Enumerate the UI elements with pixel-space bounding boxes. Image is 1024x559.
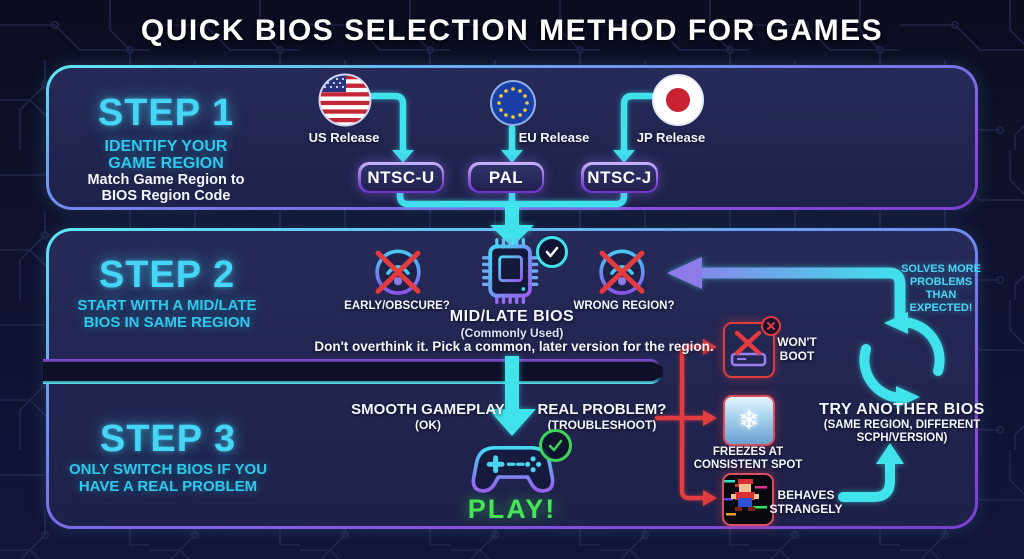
- bios-code-pal: PAL: [468, 162, 544, 193]
- main-option-label: MID/LATE BIOS: [449, 308, 575, 325]
- step1-subheading: IDENTIFY YOUR GAME REGION: [104, 138, 228, 172]
- step1-description: Match Game Region to BIOS Region Code: [87, 172, 245, 204]
- step2-subheading: START WITH A MID/LATE BIOS IN SAME REGIO…: [77, 297, 257, 331]
- jp-flag-icon: [652, 74, 704, 126]
- wrong-option-label: WRONG REGION?: [573, 300, 675, 312]
- panel-divider: [43, 359, 663, 384]
- wont-boot-box: [723, 316, 781, 378]
- mario-sprite: [731, 479, 759, 511]
- play-label: PLAY!: [467, 494, 557, 524]
- real-problem-label: REAL PROBLEM?: [537, 401, 667, 418]
- real-problem-note: (TROUBLESHOOT): [547, 418, 657, 432]
- smooth-gameplay-note: (OK): [415, 418, 441, 432]
- smooth-gameplay-label: SMOOTH GAMEPLAY: [351, 401, 505, 418]
- chip-check-icon: [536, 236, 568, 268]
- problem-label-2: BEHAVES STRANGELY: [769, 488, 843, 516]
- wrong-region-crossed-icon: [599, 249, 645, 295]
- step1-heading: STEP 1: [97, 92, 235, 134]
- region-label-eu: EU Release: [518, 130, 590, 145]
- crossed-console-icon: [730, 330, 767, 367]
- region-label-us: US Release: [308, 130, 380, 145]
- step2-tip: Don't overthink it. Pick a common, later…: [314, 339, 714, 354]
- step2-heading: STEP 2: [98, 254, 236, 296]
- region-label-jp: JP Release: [636, 130, 706, 145]
- page-title: QUICK BIOS SELECTION METHOD FOR GAMES: [140, 14, 884, 47]
- us-flag-icon: [318, 73, 372, 127]
- eu-flag-icon: [490, 80, 536, 126]
- retry-subtitle: (SAME REGION, DIFFERENT SCPH/VERSION): [823, 419, 981, 444]
- glitched-game-icon: [724, 479, 767, 516]
- snowflake-icon: ❄: [738, 405, 760, 436]
- error-badge-icon: [761, 316, 781, 336]
- play-check-icon: [539, 429, 572, 462]
- gamepad-icon: [471, 445, 555, 493]
- loop-note: SOLVES MORE PROBLEMS THAN EXPECTED!: [901, 263, 981, 314]
- retry-title: TRY ANOTHER BIOS: [819, 401, 985, 418]
- bios-code-ntscj: NTSC-J: [581, 162, 658, 193]
- early-bios-crossed-icon: [375, 249, 421, 295]
- bios-code-ntscu: NTSC-U: [358, 162, 444, 193]
- main-option-note: (Commonly Used): [460, 326, 564, 340]
- freezes-box: ❄: [723, 395, 775, 446]
- step3-heading: STEP 3: [99, 418, 237, 460]
- step3-subheading: ONLY SWITCH BIOS IF YOU HAVE A REAL PROB…: [68, 461, 268, 495]
- early-option-label: EARLY/OBSCURE?: [344, 300, 450, 312]
- problem-label-0: WON'T BOOT: [777, 335, 817, 363]
- problem-label-1: FREEZES AT CONSISTENT SPOT: [693, 446, 803, 471]
- behaves-strangely-box: [722, 473, 774, 526]
